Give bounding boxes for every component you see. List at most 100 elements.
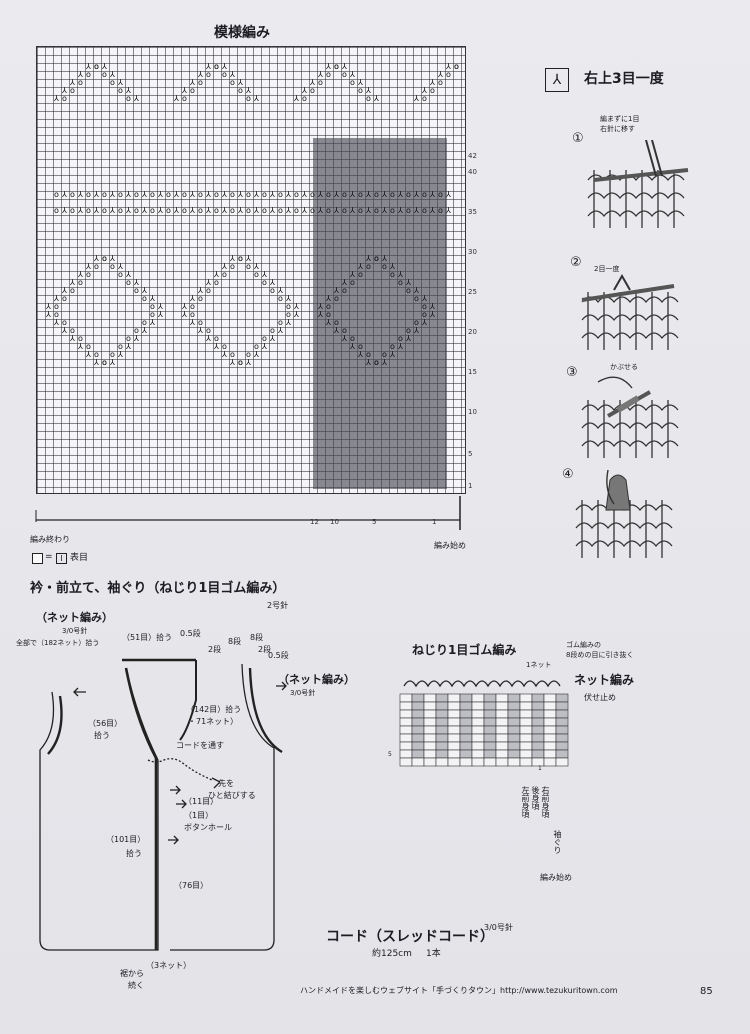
- yarn-over-symbol: o: [222, 70, 227, 79]
- yarn-over-symbol: o: [342, 206, 347, 215]
- row-number: 10: [468, 408, 477, 416]
- yarn-over-symbol: o: [374, 190, 379, 199]
- yarn-over-symbol: o: [70, 86, 75, 95]
- yarn-over-symbol: o: [230, 78, 235, 87]
- rib-cell: [435, 725, 449, 735]
- rib-cell: [543, 749, 557, 759]
- decrease-symbol: ⅄: [398, 190, 403, 199]
- rib-cell: [495, 733, 509, 743]
- yarn-over-symbol: o: [446, 70, 451, 79]
- decrease-symbol: ⅄: [206, 62, 211, 71]
- chart-bottom-bracket: [35, 496, 461, 530]
- rib-note-2: 8段めの目に引き抜く: [566, 651, 634, 659]
- rib-cell: [519, 709, 533, 719]
- yarn-over-symbol: o: [454, 62, 459, 71]
- yarn-over-symbol: o: [206, 326, 211, 335]
- decrease-symbol: ⅄: [382, 254, 387, 263]
- decrease-symbol: ⅄: [134, 334, 139, 343]
- yarn-over-symbol: o: [134, 286, 139, 295]
- rib-cell: [459, 733, 473, 743]
- yarn-over-symbol: o: [406, 286, 411, 295]
- rib-cell: [555, 717, 569, 727]
- decrease-symbol: ⅄: [254, 350, 259, 359]
- yarn-over-symbol: o: [366, 262, 371, 271]
- yarn-over-symbol: o: [102, 70, 107, 79]
- decrease-symbol: ⅄: [294, 94, 299, 103]
- rib-cell: [507, 725, 521, 735]
- decrease-symbol: ⅄: [102, 62, 107, 71]
- rib-cell: [495, 741, 509, 751]
- decrease-symbol: ⅄: [142, 206, 147, 215]
- yarn-over-symbol: o: [350, 278, 355, 287]
- step-number: ④: [562, 467, 574, 482]
- yarn-over-symbol: o: [86, 70, 91, 79]
- decrease-symbol: ⅄: [270, 206, 275, 215]
- decrease-symbol: ⅄: [334, 206, 339, 215]
- yarn-over-symbol: o: [438, 78, 443, 87]
- decrease-symbol: ⅄: [334, 326, 339, 335]
- label-71: ・71ネット）: [188, 717, 239, 726]
- rib-cell: [459, 757, 473, 767]
- yarn-over-symbol: o: [238, 254, 243, 263]
- decrease-symbol: ⅄: [286, 318, 291, 327]
- row-number: 1: [468, 482, 473, 490]
- decrease-symbol: ⅄: [54, 294, 59, 303]
- rib-chart-grid: [399, 680, 569, 767]
- yarn-over-symbol: o: [54, 310, 59, 319]
- yarn-over-symbol: o: [262, 334, 267, 343]
- yarn-over-symbol: o: [342, 70, 347, 79]
- yarn-over-symbol: o: [414, 318, 419, 327]
- step-1-illustration: [587, 140, 689, 228]
- chart-title: 模様編み: [214, 25, 270, 41]
- decrease-symbol: ⅄: [222, 262, 227, 271]
- yarn-over-symbol: o: [102, 358, 107, 367]
- yarn-over-symbol: o: [62, 318, 67, 327]
- rib-cell: [471, 741, 485, 751]
- rib-cell: [543, 709, 557, 719]
- yarn-over-symbol: o: [182, 190, 187, 199]
- decrease-symbol: ⅄: [390, 350, 395, 359]
- yarn-over-symbol: o: [278, 294, 283, 303]
- decrease-symbol: ⅄: [158, 302, 163, 311]
- yarn-over-symbol: o: [358, 270, 363, 279]
- footer-text: ハンドメイドを楽しむウェブサイト「手づくりタウン」http://www.tezu…: [300, 986, 618, 995]
- rib-cell: [555, 733, 569, 743]
- rib-cell: [435, 741, 449, 751]
- page-number: 85: [700, 986, 713, 997]
- yarn-over-symbol: o: [238, 358, 243, 367]
- decrease-symbol-icon: ⅄: [545, 68, 569, 92]
- yarn-over-symbol: o: [254, 270, 259, 279]
- yarn-over-symbol: o: [78, 78, 83, 87]
- yarn-over-symbol: o: [70, 190, 75, 199]
- rib-cell: [519, 749, 533, 759]
- rib-row-mark: 1: [538, 765, 542, 772]
- step-3-illustration: [581, 376, 679, 458]
- rib-cell: [399, 757, 413, 767]
- rib-cell: [447, 733, 461, 743]
- rib-cell: [471, 693, 485, 703]
- rib-cell: [411, 693, 425, 703]
- yarn-over-symbol: o: [406, 190, 411, 199]
- yarn-over-symbol: o: [366, 94, 371, 103]
- rib-cell: [447, 757, 461, 767]
- col-number: 1: [432, 518, 437, 526]
- yarn-over-symbol: o: [358, 342, 363, 351]
- row-number: 15: [468, 368, 477, 376]
- yarn-over-symbol: o: [246, 262, 251, 271]
- decrease-symbol: ⅄: [126, 190, 131, 199]
- rib-cell: [507, 749, 521, 759]
- step-number: ②: [570, 255, 582, 270]
- yarn-over-symbol: o: [398, 278, 403, 287]
- yarn-over-symbol: o: [214, 206, 219, 215]
- decrease-symbol: ⅄: [222, 350, 227, 359]
- decrease-symbol: ⅄: [366, 254, 371, 263]
- yarn-over-symbol: o: [206, 70, 211, 79]
- rib-cell: [531, 709, 545, 719]
- decrease-symbol: ⅄: [302, 206, 307, 215]
- decrease-symbol: ⅄: [446, 206, 451, 215]
- yarn-over-symbol: o: [350, 334, 355, 343]
- rib-row-mark: 5: [388, 751, 392, 758]
- decrease-symbol: ⅄: [118, 262, 123, 271]
- label-56: （56目）: [88, 719, 123, 728]
- decrease-symbol: ⅄: [78, 206, 83, 215]
